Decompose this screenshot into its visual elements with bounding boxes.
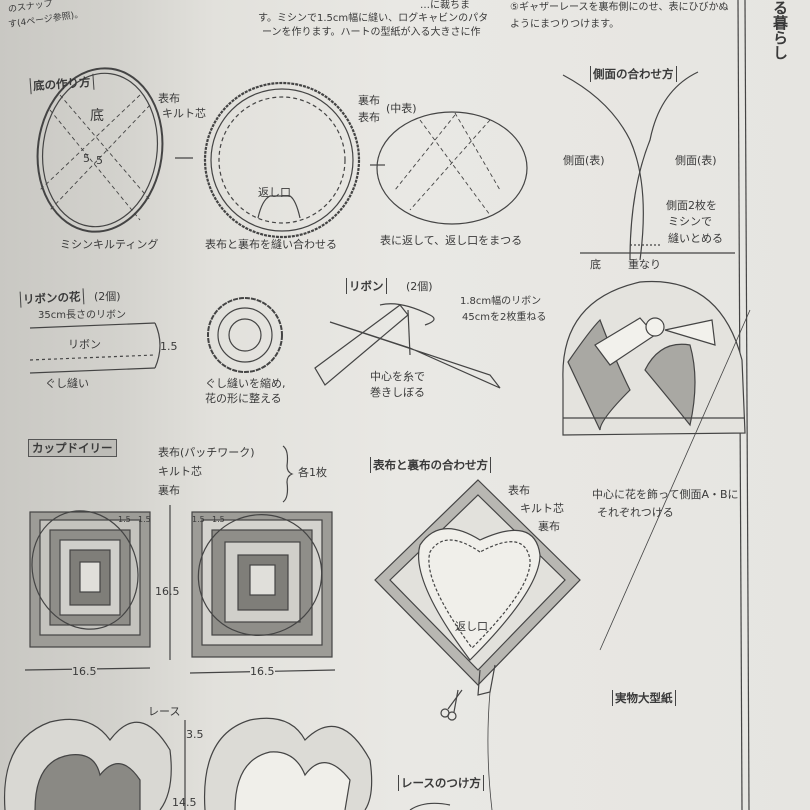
label: 表布 <box>508 484 530 497</box>
label: 5 <box>96 154 103 167</box>
column-rule <box>744 0 750 810</box>
side-piece-left <box>562 74 644 261</box>
section-title-side: 側面の合わせ方 <box>590 66 677 82</box>
side-piece-right <box>629 71 699 261</box>
bottom-circle-inner <box>41 72 159 228</box>
material: 裏布 <box>158 484 180 497</box>
label: 返し口 <box>258 186 291 199</box>
label: ミシンで <box>668 215 712 228</box>
section-title-doily: カップドイリー <box>28 439 117 457</box>
label: 底 <box>90 108 104 124</box>
log-cabin-square-1 <box>29 510 151 648</box>
label: 返し口 <box>455 620 488 633</box>
label: キルト芯 <box>162 107 206 120</box>
section-title-flower: リボンの花 <box>19 288 84 308</box>
dim: 16.5 <box>250 665 275 679</box>
intro-right-line2: ようにまつりつけます。 <box>510 19 620 30</box>
scissors-icon <box>440 689 463 721</box>
intro-mid-line0: …に裁ちま <box>420 0 470 11</box>
section-title-lace: レースのつけ方 <box>398 775 484 791</box>
brace <box>282 445 294 503</box>
label: 底 <box>590 258 601 271</box>
label: 側面(表) <box>675 154 717 167</box>
label: 5 <box>83 152 90 165</box>
label: 表布と裏布を縫い合わせる <box>205 238 337 251</box>
label: レース <box>148 705 181 718</box>
intro-right-line1: ⑤ギャザーレースを裏布側にのせ、表にひびかぬ <box>510 2 729 13</box>
intro-mid-line2: ーンを作ります。ハートの型紙が入る大きさに作 <box>262 27 481 38</box>
sewn-circle-outer <box>203 81 361 239</box>
pattern-label: 実物大型紙 <box>612 690 676 706</box>
label: (中表) <box>386 102 417 115</box>
label: 3.5 <box>186 728 204 741</box>
label: 重なり <box>628 258 661 271</box>
dim: 1.5 <box>118 515 131 524</box>
section-title-ribbon: リボン <box>346 278 387 294</box>
label: 35cm長さのリボン <box>38 310 126 321</box>
label: 縫いとめる <box>668 232 723 245</box>
ribbon-flower <box>207 297 283 373</box>
label: 中心に花を飾って側面A・Bに <box>592 488 739 501</box>
label: 側面(表) <box>563 154 605 167</box>
dim: 1.5 <box>138 515 151 524</box>
label: 側面2枚を <box>666 199 717 212</box>
dim: 16.5 <box>72 665 97 679</box>
dim: 16.5 <box>155 585 180 598</box>
label: ミシンキルティング <box>60 238 159 251</box>
intro-mid-line1: す。ミシンで1.5cm幅に縫い、ログキャビンのパタ <box>258 13 489 24</box>
label: 裏布 <box>358 94 380 107</box>
turning-opening <box>257 195 301 219</box>
each-count: 各1枚 <box>298 466 327 479</box>
log-cabin-square-2 <box>191 511 333 658</box>
label: ぐし縫い <box>45 377 89 390</box>
label: 裏布 <box>538 520 560 533</box>
label: 表布 <box>158 92 180 105</box>
count: (2個) <box>406 280 433 293</box>
label: 14.5 <box>172 796 197 809</box>
material: 表布(パッチワーク) <box>158 446 255 459</box>
dim: 1.5 <box>192 515 205 524</box>
label: ぐし縫いを縮め, <box>205 377 286 390</box>
dim: 1.5 <box>212 515 225 524</box>
label: 花の形に整える <box>205 392 282 405</box>
bottom-circle-quilted <box>36 67 164 233</box>
heart-lining <box>418 528 541 661</box>
label: それぞれつける <box>597 506 674 519</box>
running-title: る暮らし <box>771 0 789 60</box>
label: 1.8cm幅のリボン <box>460 296 542 307</box>
label: キルト芯 <box>520 502 564 515</box>
label: 巻きしぼる <box>370 386 425 399</box>
section-title-join: 表布と裏布の合わせ方 <box>370 457 491 473</box>
label: 表布 <box>358 111 380 124</box>
label: 45cmを2枚重ねる <box>462 312 547 323</box>
label: リボン <box>68 338 101 351</box>
label: 中心を糸で <box>370 370 425 383</box>
finished-circle <box>376 111 528 225</box>
label: 1.5 <box>160 340 178 353</box>
label: 表に返して、返し口をまつる <box>380 234 523 247</box>
material: キルト芯 <box>158 465 202 478</box>
count: (2個) <box>94 290 121 303</box>
